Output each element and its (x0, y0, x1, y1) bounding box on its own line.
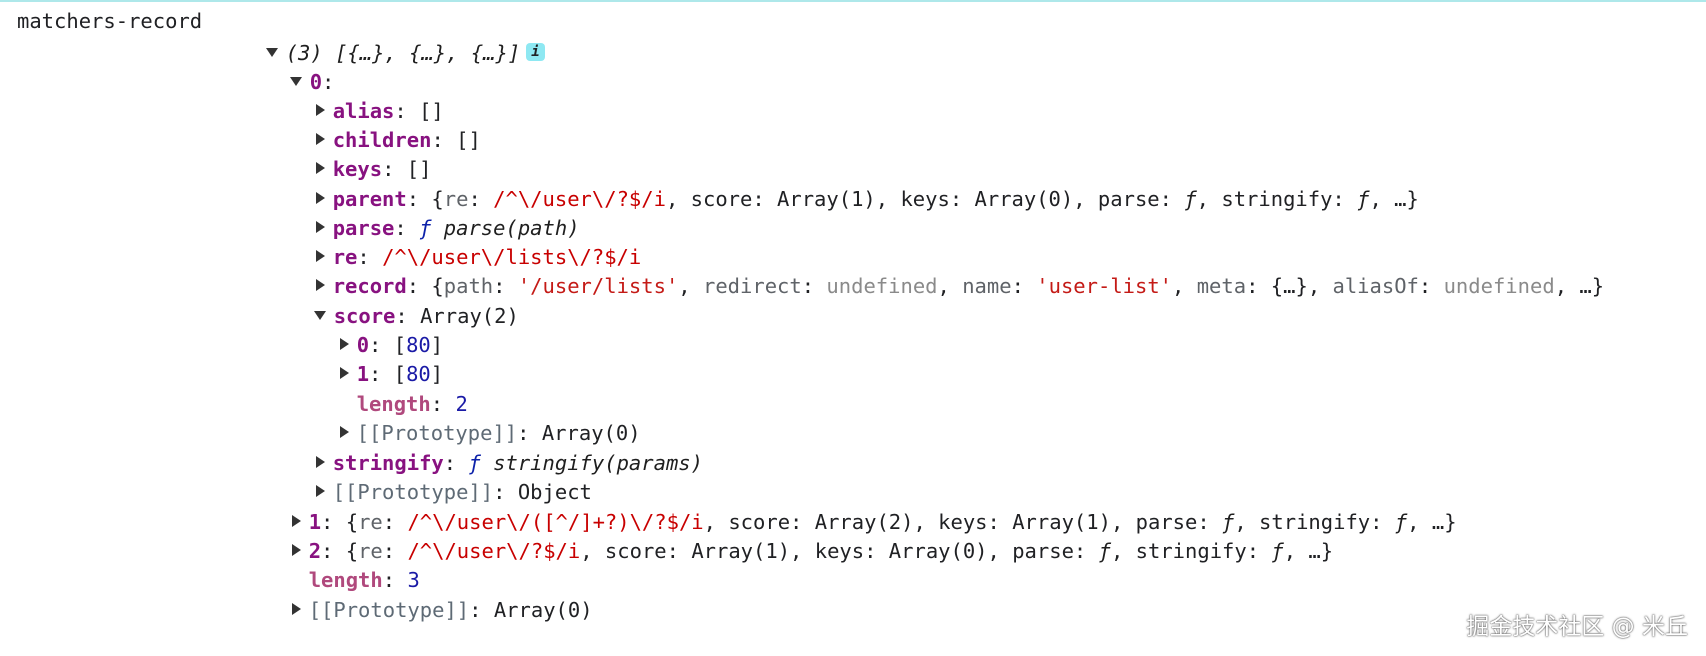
root-prototype[interactable]: [[Prototype]]: Array(0) (265, 568, 593, 622)
expand-right-icon[interactable] (315, 104, 325, 116)
item-0-prototype[interactable]: [[Prototype]]: Object (289, 450, 592, 504)
variable-name: matchers-record (17, 9, 203, 33)
prop-keys[interactable]: keys: [] (289, 127, 431, 181)
expand-right-icon[interactable] (315, 456, 325, 468)
function-icon: ƒ (419, 216, 432, 240)
expand-right-icon[interactable] (291, 544, 301, 556)
prop-record[interactable]: record: {path: '/user/lists', redirect: … (289, 244, 1604, 298)
score-item-1[interactable]: 1: [80] (313, 332, 443, 386)
function-icon: ƒ (468, 451, 481, 475)
expand-right-icon[interactable] (315, 250, 325, 262)
prop-parse[interactable]: parse: ƒ parse(path) (289, 186, 580, 240)
score-item-0[interactable]: 0: [80] (313, 303, 443, 357)
expand-right-icon[interactable] (339, 367, 349, 379)
top-border (0, 0, 1706, 2)
prop-children[interactable]: children: [] (289, 98, 481, 152)
item-0-row[interactable]: 0: (265, 40, 334, 94)
item-1-row[interactable]: 1: {re: /^\/user\/([^/]+?)\/?$/i, score:… (265, 480, 1457, 534)
root-summary: [{…}, {…}, {…}] (335, 41, 521, 65)
item-2-row[interactable]: 2: {re: /^\/user\/?$/i, score: Array(1),… (265, 509, 1333, 563)
expand-right-icon[interactable] (315, 485, 325, 497)
expand-right-icon[interactable] (315, 133, 325, 145)
item-0-key: 0 (309, 70, 323, 94)
prop-alias[interactable]: alias: [] (289, 69, 444, 123)
prop-parent[interactable]: parent: {re: /^\/user\/?$/i, score: Arra… (289, 157, 1419, 211)
root-count: (3) (285, 41, 323, 65)
expand-down-icon[interactable] (313, 310, 326, 320)
prop-re[interactable]: re: /^\/user\/lists\/?$/i (289, 215, 641, 269)
score-prototype[interactable]: [[Prototype]]: Array(0) (313, 391, 641, 445)
expand-right-icon[interactable] (339, 426, 349, 438)
expand-right-icon[interactable] (315, 279, 325, 291)
expand-right-icon[interactable] (339, 338, 349, 350)
score-length: length: 2 (356, 392, 468, 416)
expand-right-icon[interactable] (315, 192, 325, 204)
prop-stringify[interactable]: stringify: ƒ stringify(params) (289, 421, 703, 475)
expand-right-icon[interactable] (315, 221, 325, 233)
root-array-row[interactable]: (3) [{…}, {…}, {…}] i (241, 11, 545, 65)
expand-right-icon[interactable] (315, 162, 325, 174)
expand-right-icon[interactable] (291, 603, 301, 615)
root-length: length: 3 (308, 568, 420, 592)
prop-score[interactable]: score: Array(2) (289, 274, 519, 328)
watermark: 掘金技术社区 @ 米丘 (1466, 614, 1688, 640)
expand-right-icon[interactable] (291, 515, 301, 527)
info-icon[interactable]: i (526, 43, 545, 61)
expand-down-icon[interactable] (265, 47, 278, 57)
expand-down-icon[interactable] (289, 76, 302, 86)
